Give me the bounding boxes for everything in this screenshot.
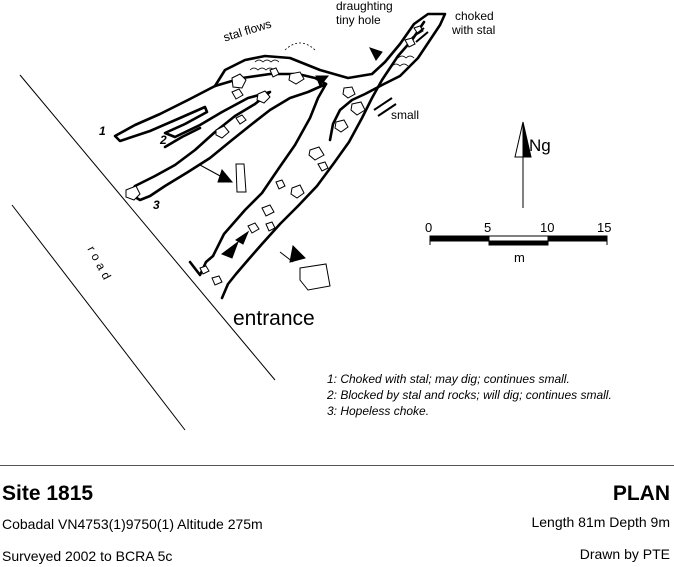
location-info: Cobadal VN4753(1)9750(1) Altitude 275m [2,516,263,532]
small-passage-marks [373,27,429,117]
label-choked: choked [455,9,494,23]
cave-walls [113,12,447,300]
site-title: Site 1815 [2,482,94,505]
scale-tick-0: 0 [425,220,433,235]
survey-info: Surveyed 2002 to BCRA 5c [2,548,173,564]
plan-title: PLAN [612,482,670,505]
road-line-upper [19,74,276,381]
note-3: 3: Hopeless choke. [327,404,430,418]
label-lead-2: 2 [160,133,167,147]
label-north: Ng [529,136,551,155]
road-line-lower [11,204,186,431]
note-1: 1: Choked with stal; may dig; continues … [327,372,570,386]
label-draughting: draughting [336,0,393,13]
north-arrow [514,121,532,208]
dimensions-info: Length 81m Depth 9m [531,514,670,530]
scale-unit: m [514,250,525,265]
footer-divider [0,465,674,466]
drawn-by: Drawn by PTE [579,546,670,562]
scale-tick-10: 10 [540,220,555,235]
scale-bar [429,235,608,246]
boulders [125,25,424,291]
label-tiny-hole: tiny hole [336,13,381,27]
slope-arrows [199,47,383,263]
label-small: small [391,108,420,122]
stal-flow-dots [249,42,415,71]
cave-survey-drawing [11,12,608,431]
label-entrance: entrance [233,307,315,330]
note-2: 2: Blocked by stal and rocks; will dig; … [327,388,612,402]
label-lead-3: 3 [153,198,160,212]
label-lead-1: 1 [99,124,106,138]
scale-tick-15: 15 [597,220,612,235]
label-with-stal: with stal [452,23,496,37]
scale-tick-5: 5 [484,220,492,235]
